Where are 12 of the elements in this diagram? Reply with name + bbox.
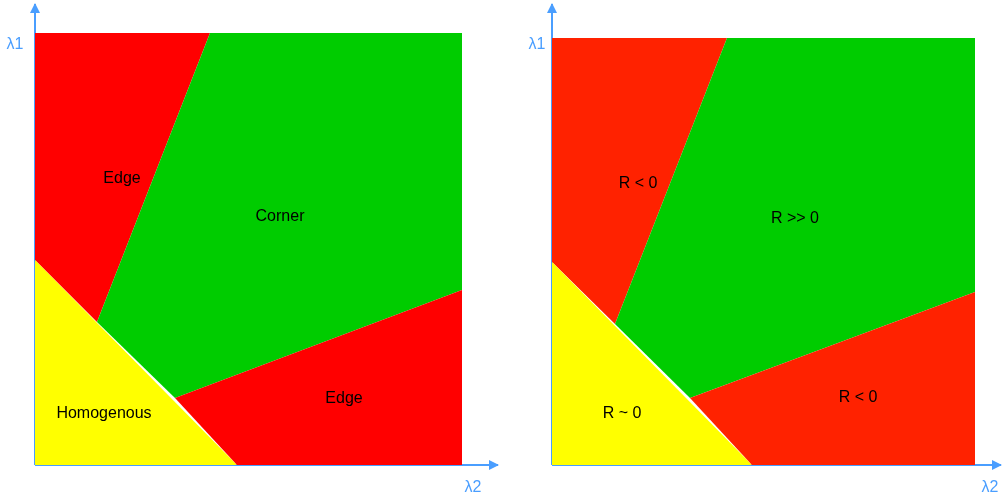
region-label: R ~ 0 (602, 404, 642, 422)
region-label: R < 0 (618, 174, 658, 192)
region-label: R < 0 (838, 388, 878, 406)
axis-label: λ1 (6, 35, 24, 53)
axis-label: λ2 (464, 478, 482, 496)
region-label: Homogenous (56, 404, 152, 422)
region-label: Edge (325, 389, 363, 407)
axis-label: λ1 (528, 35, 546, 53)
region-label: R >> 0 (771, 209, 819, 227)
region-label: Edge (103, 169, 141, 187)
axis-label: λ2 (981, 478, 999, 496)
region-label: Corner (255, 207, 305, 225)
